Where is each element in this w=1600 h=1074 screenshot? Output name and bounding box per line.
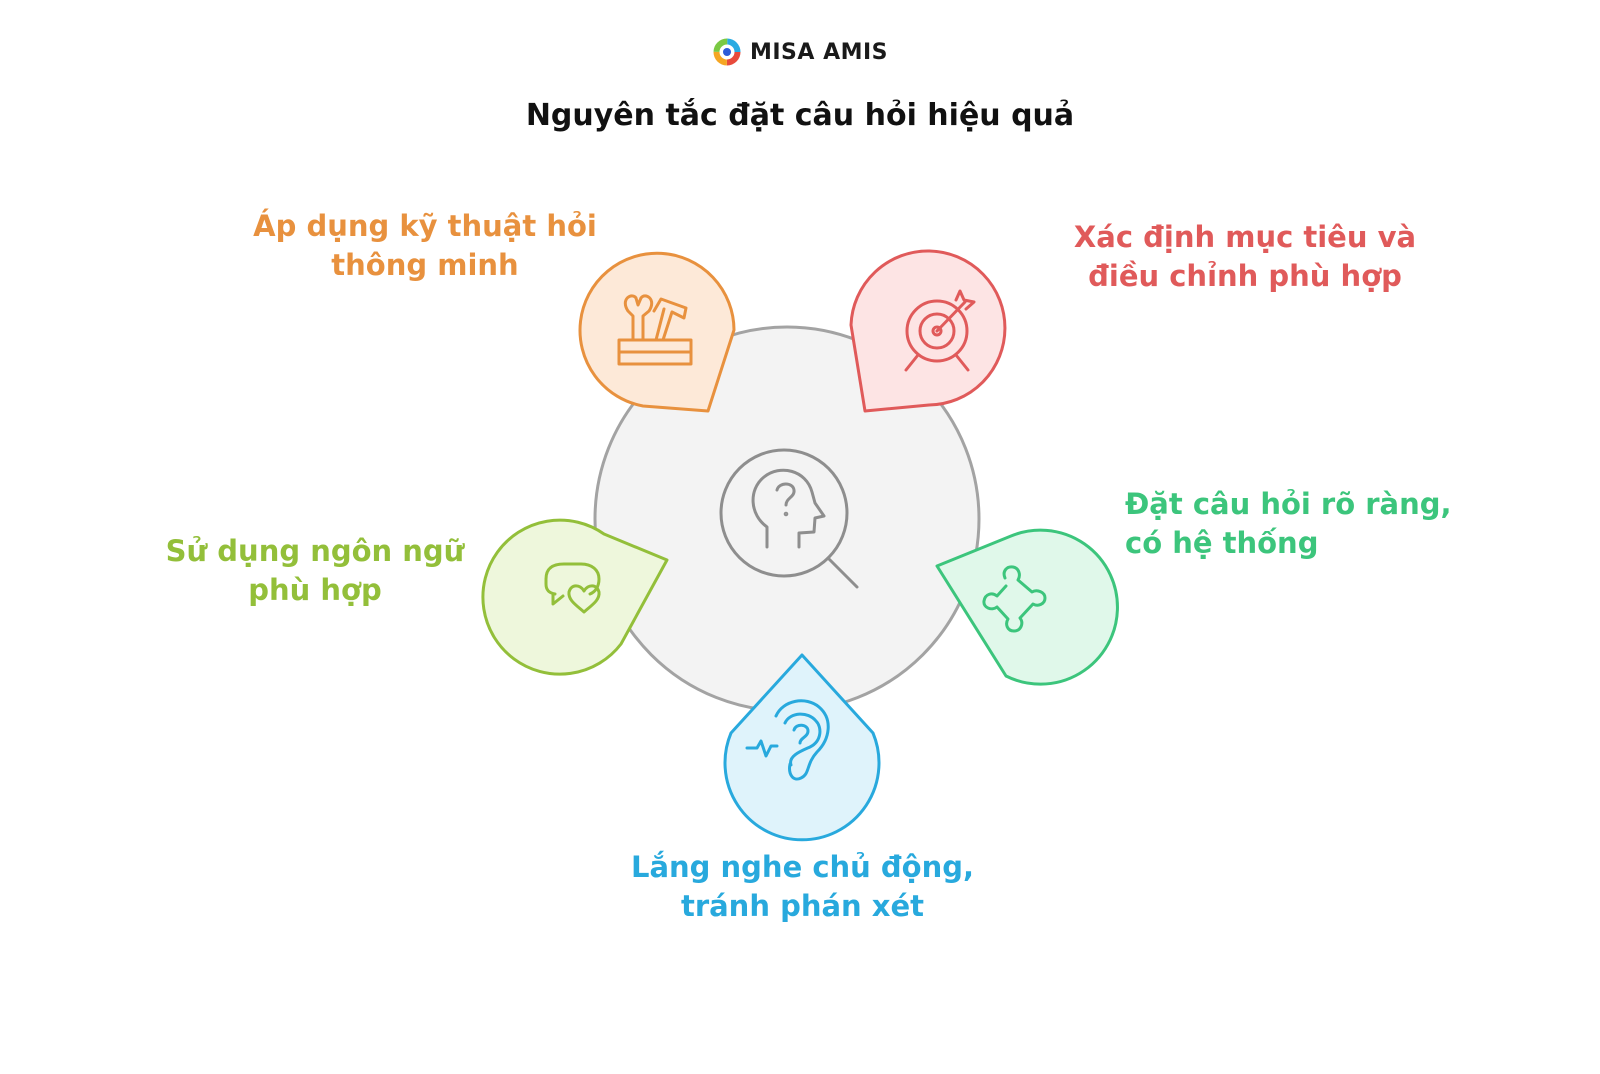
label-puzzle-line-2: có hệ thống: [1125, 526, 1319, 560]
brand-logo: MISA AMIS: [0, 34, 1600, 70]
ear-icon: [745, 699, 830, 781]
label-target-line-1: Xác định mục tiêu và: [1073, 220, 1417, 254]
pin-puzzle: [935, 528, 1119, 686]
pin-ear: [723, 653, 881, 842]
label-tools: Áp dụng kỹ thuật hỏi thông minh: [245, 207, 605, 285]
puzzle-icon: [982, 565, 1047, 633]
label-chat: Sử dụng ngôn ngữ phù hợp: [150, 532, 480, 610]
label-tools-line-1: Áp dụng kỹ thuật hỏi: [253, 209, 597, 243]
chat-heart-icon: [544, 562, 601, 614]
center-hub: [593, 325, 981, 713]
label-chat-line-1: Sử dụng ngôn ngữ: [165, 534, 465, 568]
page-title: Nguyên tắc đặt câu hỏi hiệu quả: [525, 98, 1075, 133]
pin-tools: [578, 251, 736, 413]
label-target-line-2: điều chỉnh phù hợp: [1088, 259, 1402, 293]
label-ear-line-1: Lắng nghe chủ động,: [630, 850, 975, 884]
label-tools-line-2: thông minh: [331, 248, 519, 282]
misa-logo-icon: [713, 38, 741, 66]
pin-chat: [481, 518, 669, 676]
toolbox-icon: [617, 294, 693, 366]
label-ear-line-2: tránh phán xét: [680, 889, 925, 923]
label-target: Xác định mục tiêu và điều chỉnh phù hợp: [1060, 218, 1430, 296]
head-question-magnifier-icon: [719, 448, 859, 589]
target-icon: [904, 289, 976, 372]
label-puzzle-line-1: Đặt câu hỏi rõ ràng,: [1125, 487, 1452, 521]
brand-name: MISA AMIS: [749, 39, 889, 65]
label-puzzle: Đặt câu hỏi rõ ràng, có hệ thống: [1125, 485, 1470, 563]
label-chat-line-2: phù hợp: [248, 573, 382, 607]
pin-target: [849, 249, 1007, 413]
label-ear: Lắng nghe chủ động, tránh phán xét: [600, 848, 1005, 926]
